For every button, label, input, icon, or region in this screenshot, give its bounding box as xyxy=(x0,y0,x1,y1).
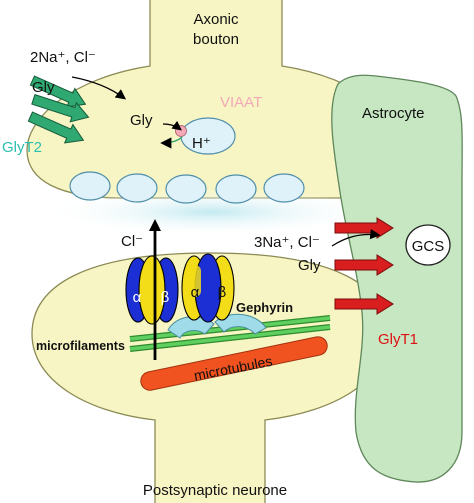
ions-astro-label: 3Na⁺, Cl⁻ xyxy=(254,234,320,251)
microfilaments-label: microfilaments xyxy=(36,339,125,353)
astrocyte-label: Astrocyte xyxy=(362,105,425,122)
ions-presynaptic-label: 2Na⁺, Cl⁻ xyxy=(30,49,96,66)
vesicle xyxy=(69,171,111,201)
postsynaptic-neurone-label: Postsynaptic neurone xyxy=(143,482,287,499)
vesicle xyxy=(215,174,257,204)
gephyrin-label: Gephyrin xyxy=(236,300,293,315)
gcs-enzyme xyxy=(405,224,451,266)
glyt2-transporters xyxy=(27,75,127,144)
docked-vesicles xyxy=(69,171,305,204)
cytoskeleton xyxy=(129,313,331,391)
beta-label-left: β xyxy=(161,289,170,306)
glyt1-transporters xyxy=(331,217,394,315)
gly-vesicle-label: Gly xyxy=(130,112,153,129)
gly-astro-label: Gly xyxy=(298,257,321,274)
axonic-bouton-label-line1: Axonic xyxy=(193,11,239,28)
chloride-label: Cl⁻ xyxy=(121,233,143,250)
alpha-label-right: α xyxy=(191,284,200,301)
glycine-receptor-left xyxy=(125,255,179,325)
axonic-bouton-label-line2: bouton xyxy=(193,31,239,48)
glyt1-label: GlyT1 xyxy=(378,331,418,348)
gly-in-label: Gly xyxy=(32,79,55,96)
alpha-label-left: α xyxy=(133,289,142,306)
gephyrin-scaffold xyxy=(167,313,267,339)
glyt2-label: GlyT2 xyxy=(2,139,42,156)
receptor-highlight xyxy=(187,265,201,297)
vesicle xyxy=(165,174,207,204)
viaat-label: VIAAT xyxy=(220,94,262,111)
microtubule xyxy=(140,336,328,391)
astrocyte xyxy=(331,74,463,483)
vesicle xyxy=(116,173,158,203)
gcs-label: GCS xyxy=(412,238,445,255)
vesicle xyxy=(263,173,305,203)
beta-label-right: β xyxy=(218,284,227,301)
chloride-flow-arrow xyxy=(149,219,161,360)
vesicle-viaat xyxy=(160,117,236,155)
h-plus-label: H⁺ xyxy=(192,135,211,152)
